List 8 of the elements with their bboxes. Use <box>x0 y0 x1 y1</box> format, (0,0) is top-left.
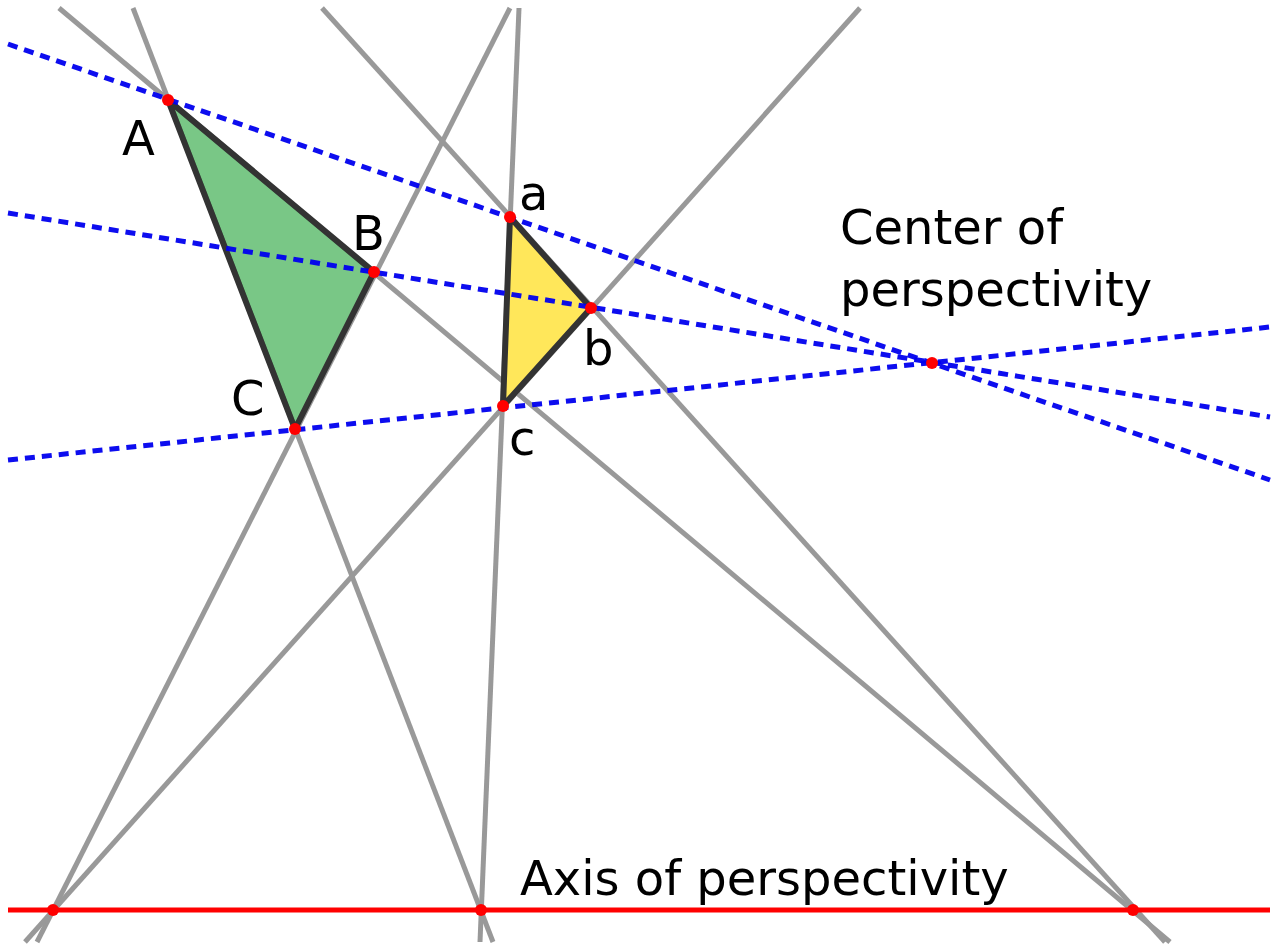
center-label: Center of perspectivity <box>840 198 1154 319</box>
point-label: C <box>231 370 265 426</box>
point-label: a <box>519 165 549 221</box>
point-label: b <box>583 320 614 376</box>
point-label: A <box>122 110 155 166</box>
axis-label: Axis of perspectivity <box>520 850 1009 906</box>
point-label: B <box>352 205 385 261</box>
point-label: c <box>509 410 536 466</box>
